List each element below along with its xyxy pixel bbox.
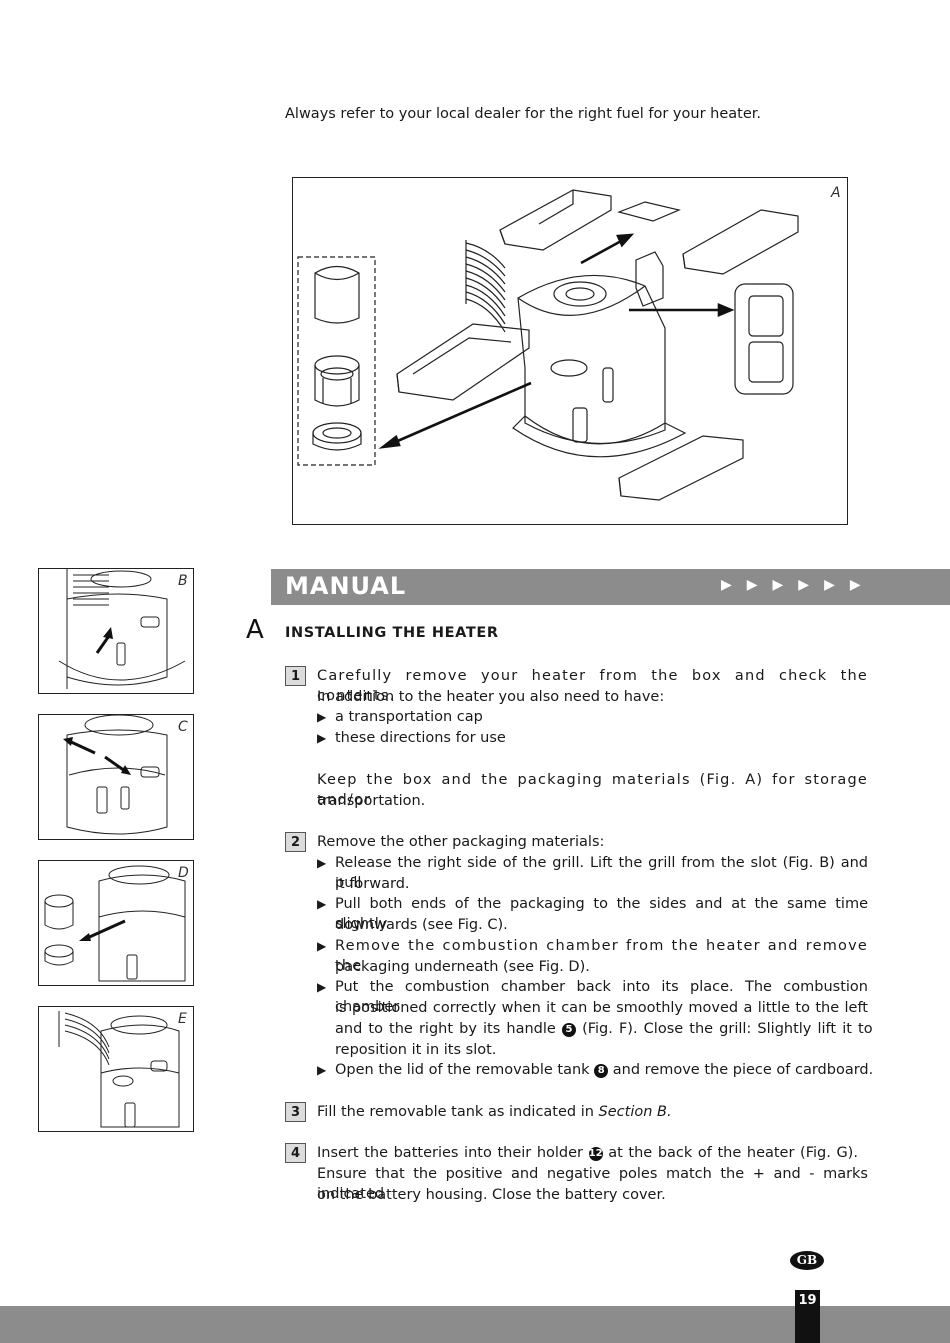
bullet-icon: ▶ [317,731,327,745]
step-4-line-1-end: at the back of the heater (Fig. G). [608,1145,858,1161]
bullet-icon: ▶ [317,980,327,994]
figure-c: C [38,714,194,840]
step-3-number: 3 [285,1102,306,1122]
bullet-icon: ▶ [317,939,327,953]
intro-text: Always refer to your local dealer for th… [285,106,761,122]
step-2-line-1: Remove the other packaging materials: [317,834,605,850]
section-b-reference: Section B. [598,1104,672,1120]
step-2-bullet-1-line-2: it forward. [335,876,410,892]
step-2-bullet-5: Open the lid of the removable tank 8 and… [335,1060,873,1080]
figure-b-label: B [178,573,188,589]
step-1-line-4: transportation. [317,793,426,809]
step-1-number: 1 [285,666,306,686]
step-2-bullet-4-line-4: reposition it in its slot. [335,1042,497,1058]
figure-e-label: E [178,1011,187,1027]
bullet-icon: ▶ [317,897,327,911]
step-4-number: 4 [285,1143,306,1163]
figure-a: A [292,177,848,525]
figure-d-label: D [178,865,189,881]
step-2-bullet-3-line-1: Remove the combustion chamber from the h… [335,938,868,974]
bullet-icon: ▶ [317,856,327,870]
step-2-bullet-4-line-3-end: (Fig. F). Close the grill: Slightly lift… [582,1021,873,1037]
figure-b-illustration [58,569,186,689]
bullet-icon: ▶ [317,1063,327,1077]
figure-e-illustration [58,1011,180,1128]
callout-8-icon: 8 [594,1064,609,1078]
bullet-icon: ▶ [317,710,327,724]
packaging-exploded-illustration [297,189,799,501]
step-4-line-3: on the battery housing. Close the batter… [317,1187,666,1203]
figure-d-illustration [44,865,186,982]
banner-title: MANUAL [285,572,407,600]
step-1-line-2: In addition to the heater you also need … [317,689,665,705]
page-number: 19 [795,1290,820,1343]
step-2-bullet-3-line-2: packaging underneath (see Fig. D). [335,959,590,975]
step-2-bullet-5-start: Open the lid of the removable tank [335,1062,590,1078]
step-2-bullet-4-line-3: and to the right by its handle 5 (Fig. F… [335,1019,873,1039]
step-4-line-2: Ensure that the positive and negative po… [317,1166,868,1202]
section-title: INSTALLING THE HEATER [285,625,499,641]
callout-5-icon: 5 [561,1023,576,1037]
figure-b: B [38,568,194,694]
step-2-number: 2 [285,832,306,852]
section-letter: A [246,615,264,645]
step-2-bullet-4-line-1: Put the combustion chamber back into its… [335,979,868,1015]
figure-c-illustration [63,715,168,835]
step-2-bullet-2-line-1: Pull both ends of the packaging to the s… [335,896,868,932]
step-2-bullet-4-line-3-start: and to the right by its handle [335,1021,556,1037]
figure-d: D [38,860,194,986]
step-3-text: Fill the removable tank as indicated in … [317,1102,672,1122]
step-2-bullet-1-line-1: Release the right side of the grill. Lif… [335,855,868,891]
step-2-bullet-2-line-2: downwards (see Fig. C). [335,917,508,933]
step-4-line-1: Insert the batteries into their holder 1… [317,1143,858,1163]
step-1-line-1: Carefully remove your heater from the bo… [317,668,868,704]
figure-e: E [38,1006,194,1132]
footer-bar [0,1306,950,1343]
step-4-line-1-start: Insert the batteries into their holder [317,1145,584,1161]
step-2-bullet-5-end: and remove the piece of cardboard. [612,1062,874,1078]
step-1-bullet-1: a transportation cap [335,709,483,725]
callout-12-icon: 12 [588,1147,603,1161]
language-badge: GB [790,1251,824,1270]
figure-a-label: A [831,185,841,201]
banner-arrows: ▶▶▶▶▶▶ [721,577,876,593]
step-1-bullet-2: these directions for use [335,730,506,746]
step-2-bullet-4-line-2: is positioned correctly when it can be s… [335,1000,868,1016]
section-banner: MANUAL ▶▶▶▶▶▶ [271,569,950,605]
figure-c-label: C [178,719,188,735]
step-3-text-start: Fill the removable tank as indicated in [317,1104,594,1120]
step-1-line-3: Keep the box and the packaging materials… [317,772,868,808]
